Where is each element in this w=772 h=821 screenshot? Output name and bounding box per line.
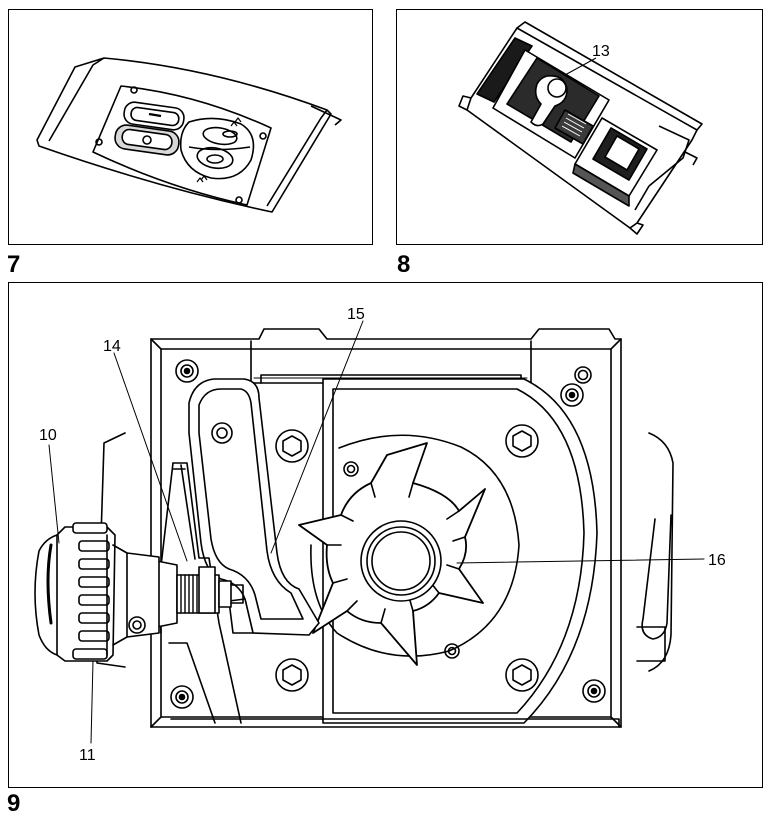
control-panel-drawing <box>36 57 342 213</box>
callout-10: 10 <box>39 427 57 444</box>
callout-14: 14 <box>103 338 121 355</box>
figure-8-panel: 13 <box>396 9 763 245</box>
figure-9-number: 9 <box>7 790 21 817</box>
callout-15: 15 <box>347 306 365 323</box>
callout-11: 11 <box>79 747 96 764</box>
figure-7-panel <box>8 9 373 245</box>
cutting-head-drawing: 10 11 14 15 16 <box>34 306 726 764</box>
bracket-drawing: 13 <box>458 21 703 235</box>
figure-8-number: 8 <box>397 251 411 278</box>
figure-9-panel: 10 11 14 15 16 <box>8 282 763 788</box>
callout-16: 16 <box>708 552 726 569</box>
figure-7-number: 7 <box>7 251 21 278</box>
callout-13: 13 <box>592 43 610 60</box>
